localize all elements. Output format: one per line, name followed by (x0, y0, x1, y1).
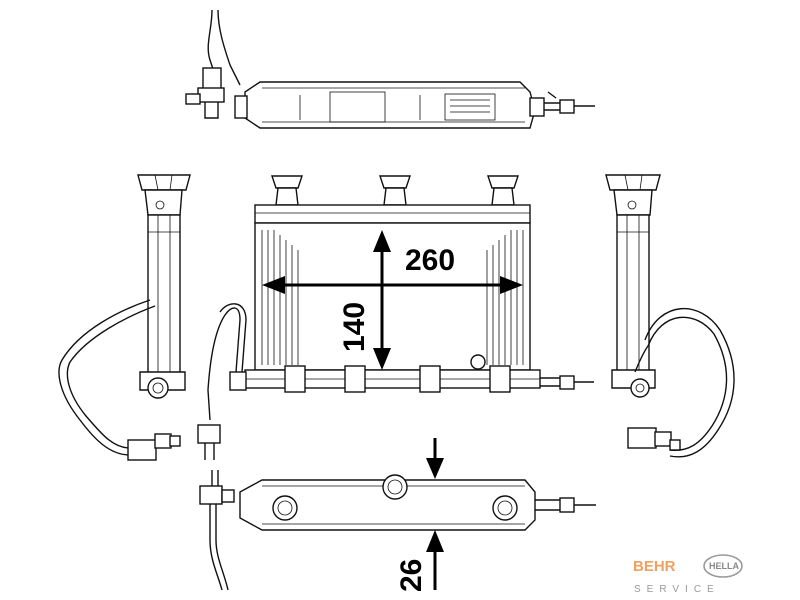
dimension-width: 260 (262, 244, 523, 294)
front-view (197, 175, 594, 460)
nozzle-middle (379, 175, 411, 206)
dimension-depth: 26 (395, 438, 444, 592)
top-view (185, 9, 595, 129)
behr-hella-logo: BEHR HELLA SERVICE (633, 554, 743, 595)
bottom-view (199, 470, 596, 591)
hella-brand-text: HELLA (709, 561, 739, 571)
hella-logo-oval (703, 554, 743, 578)
core-fins-left (261, 230, 299, 365)
dimension-height-label: 140 (338, 302, 371, 352)
dimension-height: 140 (338, 230, 391, 370)
dimension-depth-label: 26 (395, 559, 428, 592)
dimension-width-label: 260 (405, 244, 455, 277)
left-side-view (58, 174, 191, 461)
core-fins-right (486, 230, 524, 365)
service-label: SERVICE (634, 584, 720, 595)
behr-brand-text: BEHR (633, 558, 676, 575)
nozzle-left (271, 175, 303, 206)
right-side-view (605, 174, 735, 458)
nozzle-right (487, 175, 519, 206)
